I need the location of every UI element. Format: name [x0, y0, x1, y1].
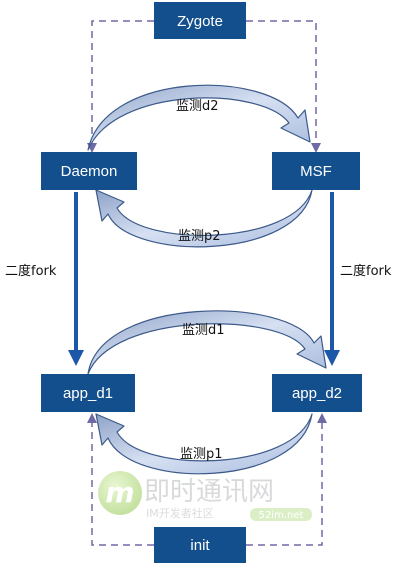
curved-arrows — [87, 84, 327, 475]
watermark-site: 52im.net — [259, 510, 304, 521]
watermark-logo-letter: m — [105, 476, 134, 509]
watermark-logo-icon — [98, 471, 142, 515]
node-msf[interactable]: MSF — [272, 152, 360, 190]
watermark: m 即时通讯网 IM开发者社区 52im.net — [98, 471, 312, 521]
watermark-subtitle: IM开发者社区 — [146, 506, 214, 520]
node-init-box — [154, 527, 246, 563]
fork-arrow-left-head — [68, 350, 84, 366]
node-app-d2-box — [272, 374, 362, 412]
node-msf-label: MSF — [300, 163, 332, 180]
monitor-p2-arrow — [95, 189, 313, 248]
edge-label-monitor-p1: 监测p1 — [180, 447, 223, 462]
node-init[interactable]: init — [154, 527, 246, 563]
monitor-p1-arrow — [95, 413, 313, 475]
fork-arrows — [68, 192, 340, 366]
node-msf-box — [272, 152, 360, 190]
node-zygote[interactable]: Zygote — [154, 2, 246, 39]
edge-label-fork-right: 二度fork — [340, 263, 392, 279]
edge-label-fork-left: 二度fork — [5, 263, 57, 279]
edge-label-monitor-d1: 监测d1 — [182, 323, 225, 338]
node-app-d2[interactable]: app_d2 — [272, 374, 362, 412]
watermark-title: 即时通讯网 — [144, 477, 274, 507]
init-to-app-d2-connector — [246, 413, 327, 546]
node-zygote-label: Zygote — [177, 13, 223, 30]
monitor-d1-arrow — [87, 310, 327, 375]
node-zygote-box — [154, 2, 246, 39]
fork-arrow-right-head — [324, 350, 340, 366]
zygote-to-daemon-connector — [87, 20, 154, 153]
node-app-d1-label: app_d1 — [63, 385, 113, 402]
dashed-connectors — [87, 20, 327, 546]
init-to-app-d1-connector — [87, 413, 154, 546]
node-daemon-label: Daemon — [61, 163, 118, 180]
node-init-label: init — [190, 537, 210, 554]
edge-label-monitor-p2: 监测p2 — [178, 229, 221, 244]
node-app-d2-label: app_d2 — [292, 385, 342, 402]
edge-label-monitor-d2: 监测d2 — [176, 99, 219, 114]
node-daemon[interactable]: Daemon — [41, 152, 137, 190]
node-daemon-box — [41, 152, 137, 190]
watermark-site-badge — [250, 508, 312, 521]
node-app-d1[interactable]: app_d1 — [41, 374, 135, 412]
node-app-d1-box — [41, 374, 135, 412]
monitor-d2-arrow — [87, 84, 311, 151]
